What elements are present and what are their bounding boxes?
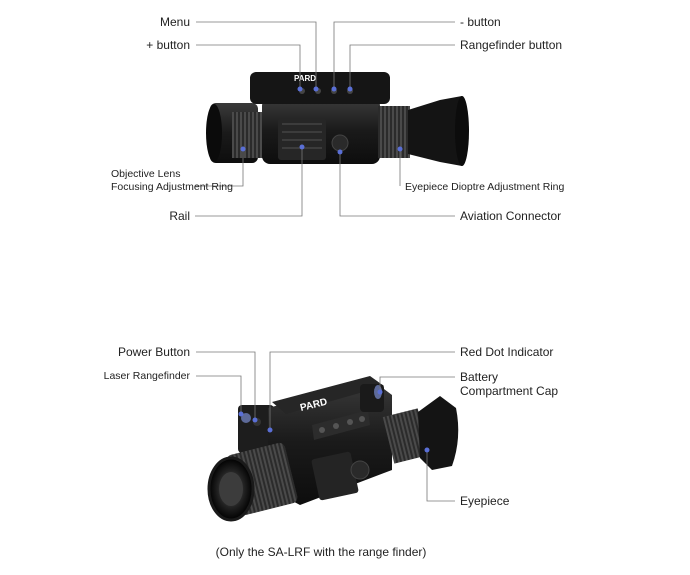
label-aviation-connector: Aviation Connector	[460, 209, 561, 223]
top-scope-illustration: PARD	[206, 72, 469, 166]
label-objective-lens-2: Focusing Adjustment Ring	[111, 181, 233, 193]
label-battery-1: Battery	[460, 370, 498, 384]
objective-focus-ring	[232, 112, 264, 158]
label-battery-2: Compartment Cap	[460, 384, 558, 398]
bottom-indicator-dots	[238, 389, 430, 453]
control-housing	[250, 72, 390, 104]
bottom-eyepiece-ring	[382, 408, 430, 464]
rangefinder-emitter	[241, 413, 251, 423]
bottom-button-panel	[312, 410, 370, 440]
eyepiece-diopter-ring	[378, 106, 410, 158]
label-rail: Rail	[169, 209, 190, 223]
label-laser-rangefinder: Laser Rangefinder	[104, 370, 191, 382]
bottom-rail-mount	[311, 451, 359, 501]
label-plus-button: + button	[146, 38, 190, 52]
top-leader-lines	[195, 21, 455, 217]
aviation-connector-shape	[331, 134, 349, 152]
top-indicator-dots	[240, 86, 403, 155]
label-menu: Menu	[160, 15, 190, 29]
label-rangefinder-button: Rangefinder button	[460, 38, 562, 52]
brand-logo-top: PARD	[294, 74, 316, 83]
label-eyepiece-diopter: Eyepiece Dioptre Adjustment Ring	[405, 181, 564, 193]
label-eyepiece: Eyepiece	[460, 494, 510, 508]
label-power-button: Power Button	[118, 345, 190, 359]
label-minus-button: - button	[460, 15, 501, 29]
bottom-eyecup	[418, 396, 459, 470]
caption-sa-lrf: (Only the SA-LRF with the range finder)	[216, 545, 427, 559]
label-red-dot-indicator: Red Dot Indicator	[460, 345, 553, 359]
label-objective-lens-1: Objective Lens	[111, 168, 180, 180]
bottom-leader-lines	[196, 351, 455, 502]
eyecup-top	[408, 96, 466, 166]
bottom-scope-illustration: PARD	[207, 376, 459, 522]
